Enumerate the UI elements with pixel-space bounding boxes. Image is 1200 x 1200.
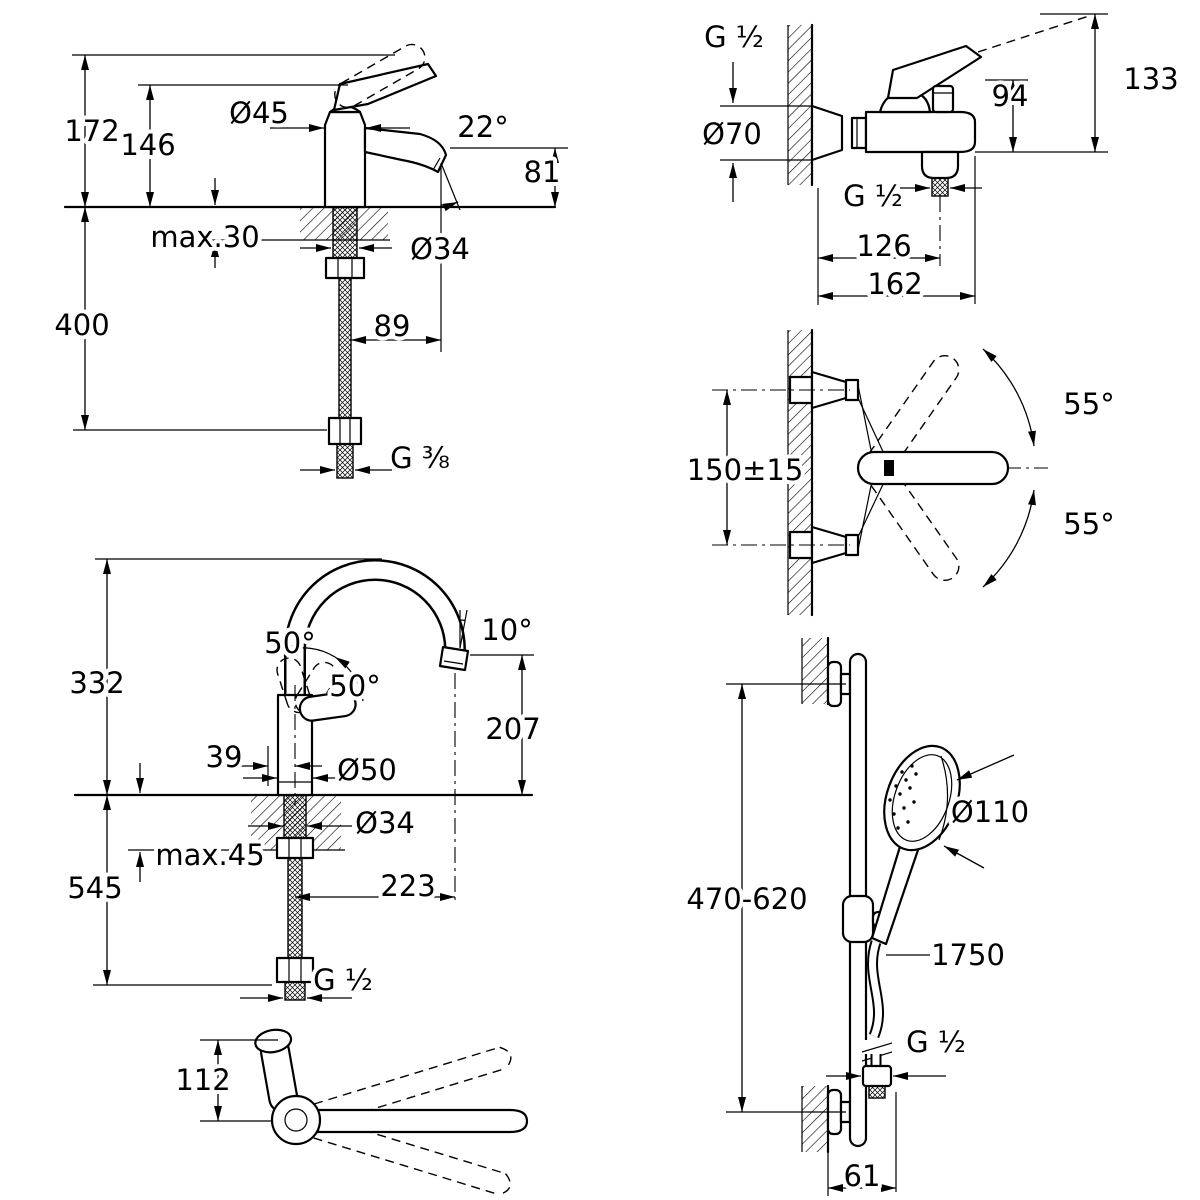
- kitchen-hose-length-label: 545: [67, 871, 122, 905]
- basin-projection-label: 89: [374, 309, 411, 343]
- kitchen-thread-label: G ½: [313, 963, 373, 997]
- bath-dimensions: [720, 13, 1108, 305]
- kitchen-handle: [276, 642, 364, 722]
- bath-escutcheon-diameter-label: Ø70: [702, 117, 762, 151]
- shower-thread-label: G ½: [906, 1025, 966, 1059]
- kitchen-spout-height-label: 332: [69, 666, 124, 700]
- kitchen-body-diameter-label: Ø50: [337, 753, 397, 787]
- shower-bracket-offset-label: 61: [844, 1159, 881, 1193]
- basin-mixer-front-view: 172 146 Ø45 22° 81 max.30 Ø34 400 89 G ⅜: [50, 43, 568, 479]
- shower-dimensions: [726, 683, 1015, 1196]
- swivel-dimensions: [712, 389, 850, 546]
- bath-handle-lever: [886, 14, 1093, 100]
- kitchen-projection-label: 223: [380, 869, 435, 903]
- spray-face-dots: [888, 764, 918, 830]
- kitchen-dimensions: [93, 558, 534, 1002]
- kitchen-outlet-angle-label: 10°: [481, 613, 532, 647]
- bath-diverter-knob: [931, 84, 955, 114]
- kitchen-swivel-offset-label: 112: [175, 1063, 230, 1097]
- basin-spout-angle-lines: [440, 162, 461, 352]
- basin-hose-length-label: 400: [54, 308, 109, 342]
- basin-thread-label: G ⅜: [390, 441, 450, 475]
- bath-depth-total-label: 162: [867, 267, 922, 301]
- bath-body: [864, 91, 977, 154]
- kitchen-shank-and-hose: [275, 794, 315, 1001]
- basin-spout: [363, 126, 448, 174]
- basin-body-height-label: 146: [120, 128, 175, 162]
- bath-mixer-top-view: 150±15 55° 55°: [683, 328, 1119, 617]
- kitchen-outlet-height-label: 207: [485, 712, 540, 746]
- shower-hose-length-label: 1750: [931, 938, 1005, 972]
- basin-dimensions: [72, 54, 568, 474]
- basin-max-deck-label: max.30: [150, 220, 259, 254]
- basin-body-diameter-label: Ø45: [229, 96, 289, 130]
- swivel-inlet-spacing-label: 150±15: [687, 453, 804, 487]
- basin-total-height-label: 172: [64, 114, 119, 148]
- shower-head-diameter-label: Ø110: [951, 795, 1029, 829]
- shower-rail-view: 470-620 Ø110 1750 G ½ 61: [682, 636, 1033, 1197]
- bath-handle-height-label: 94: [992, 79, 1029, 113]
- swivel-angle-up-label: 55°: [1063, 387, 1114, 421]
- swivel-angle-down-label: 55°: [1063, 507, 1114, 541]
- shower-rail-range-label: 470-620: [686, 882, 807, 916]
- shower-hose: [860, 940, 893, 1099]
- kitchen-spout: [284, 559, 470, 702]
- kitchen-plan-view: [200, 1028, 529, 1196]
- bath-wall: [787, 23, 814, 187]
- kitchen-outlet-angle-lines: [459, 609, 468, 649]
- kitchen-handle-angle1-label: 50°: [264, 626, 315, 660]
- basin-shank-and-hose: [324, 206, 366, 479]
- kitchen-handle-angle2-label: 50°: [329, 669, 380, 703]
- bath-total-height-label: 133: [1123, 62, 1178, 96]
- kitchen-max-deck-label: max.45: [155, 838, 264, 872]
- shower-handset: [870, 744, 961, 946]
- basin-faucet-body: [323, 104, 367, 209]
- basin-handle-lever: [332, 43, 438, 112]
- kitchen-handle-offset-label: 39: [206, 740, 243, 774]
- bath-escutcheon: [810, 104, 868, 162]
- bath-depth-body-label: 126: [856, 229, 911, 263]
- basin-shank-diameter-label: Ø34: [410, 232, 470, 266]
- kitchen-shank-diameter-label: Ø34: [355, 806, 415, 840]
- basin-deck: [63, 205, 557, 241]
- basin-spout-height-label: 81: [524, 155, 561, 189]
- bath-inlet-thread-label: G ½: [704, 20, 764, 54]
- kitchen-mixer-view: 332 50° 50° 10° 207 39 Ø50 Ø34 max.45 54…: [63, 558, 545, 1196]
- bath-outlet-thread-label: G ½: [843, 179, 903, 213]
- basin-spout-angle-label: 22°: [457, 110, 508, 144]
- bath-mixer-front-view: G ½ Ø70 94 133 G ½ 126 162: [698, 13, 1183, 305]
- swivel-handle-positions: [856, 348, 1048, 588]
- bath-spout-outlet: [920, 150, 960, 197]
